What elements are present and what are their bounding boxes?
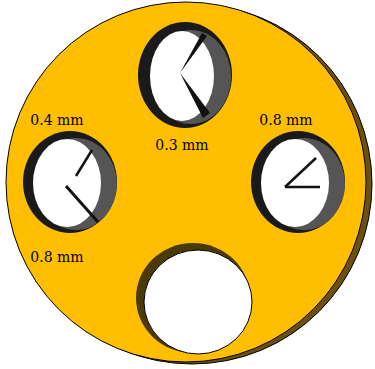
dimension-label: 0.3 mm [155,137,208,153]
aperture-hole [138,22,232,128]
aperture-hole [251,131,345,233]
aperture-hole [23,131,117,233]
dimension-label: 0.8 mm [30,249,83,265]
dimension-label: 0.4 mm [30,112,83,128]
disc [6,2,366,362]
dimension-label: 0.8 mm [259,112,312,128]
open-hole [136,243,252,354]
